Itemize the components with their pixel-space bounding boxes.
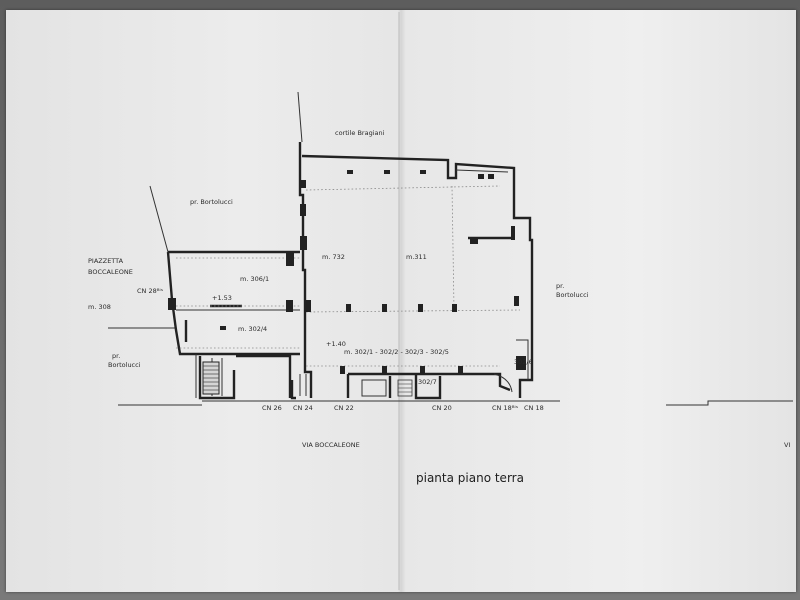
parcel-label-m302-group: m. 302/1 - 302/2 - 302/3 - 302/5 [344, 348, 449, 356]
neighbour-label-left-line2: Bortolucci [108, 361, 141, 369]
dashed-structure-lines [176, 185, 521, 367]
civic-number-cn26: CN 26 [262, 404, 282, 412]
parcel-label-m306-1: m. 306/1 [240, 275, 269, 283]
parcel-label-m311: m.311 [406, 253, 427, 261]
civic-number-cn20: CN 20 [432, 404, 452, 412]
parcel-label-m302-7: 302/7 [418, 378, 437, 386]
neighbour-label-right-line1: pr. [556, 282, 564, 290]
exterior-walls [166, 142, 534, 400]
drawing-sheet [6, 10, 796, 592]
drawing-title: pianta piano terra [416, 471, 524, 485]
street-label-fragment: VI [784, 441, 790, 449]
civic-number-cn18bis: CN 18ᴮⁱˢ [492, 404, 519, 412]
neighbour-label-right-line2: Bortolucci [556, 291, 589, 299]
civic-number-cn28bis: CN 28ᴮⁱˢ [137, 287, 164, 295]
pier-marks [168, 170, 526, 374]
civic-number-cn24: CN 24 [293, 404, 313, 412]
parcel-label-m308: m. 308 [88, 303, 111, 311]
civic-number-cn22: CN 22 [334, 404, 354, 412]
parcel-label-m732: m. 732 [322, 253, 345, 261]
street-label: VIA BOCCALEONE [302, 441, 360, 449]
parcel-label-m302-4: m. 302/4 [238, 325, 267, 333]
courtyard-label: cortile Bragiani [335, 129, 385, 137]
civic-number-cn18: CN 18 [524, 404, 544, 412]
level-mark-center: +1.40 [326, 340, 346, 348]
parcel-label-m302-6: 302/6 [514, 358, 533, 366]
neighbour-label-left-line1: pr. [112, 352, 120, 360]
square-label-line2: BOCCALEONE [88, 268, 133, 276]
street-frontage-line [118, 400, 793, 406]
level-mark-left: +1.53 [212, 294, 232, 302]
neighbour-boundaries [108, 91, 303, 329]
neighbour-label-top: pr. Bortolucci [190, 198, 233, 206]
stair-hatching [202, 361, 413, 397]
square-label-line1: PIAZZETTA [88, 257, 124, 265]
